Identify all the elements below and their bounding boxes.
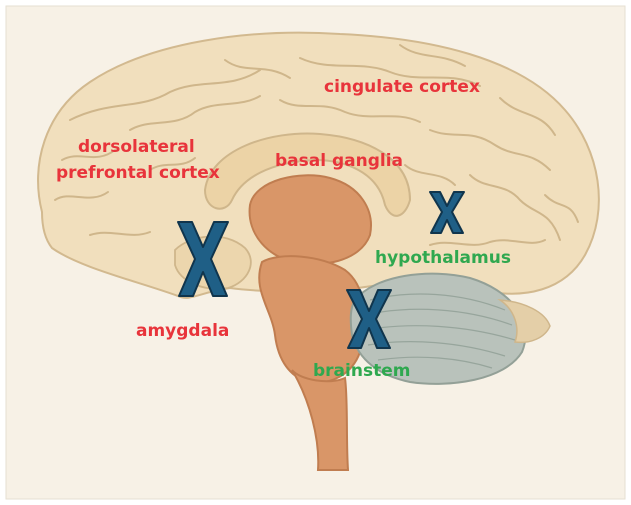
label-basal-ganglia: basal ganglia [275,150,403,172]
label-dorsolateral: dorsolateral [78,136,195,158]
label-brainstem: brainstem [313,360,410,382]
label-amygdala: amygdala [136,320,229,342]
label-cingulate-cortex: cingulate cortex [324,76,480,98]
label-hypothalamus: hypothalamus [375,247,511,269]
label-prefrontal-cortex: prefrontal cortex [56,162,220,184]
